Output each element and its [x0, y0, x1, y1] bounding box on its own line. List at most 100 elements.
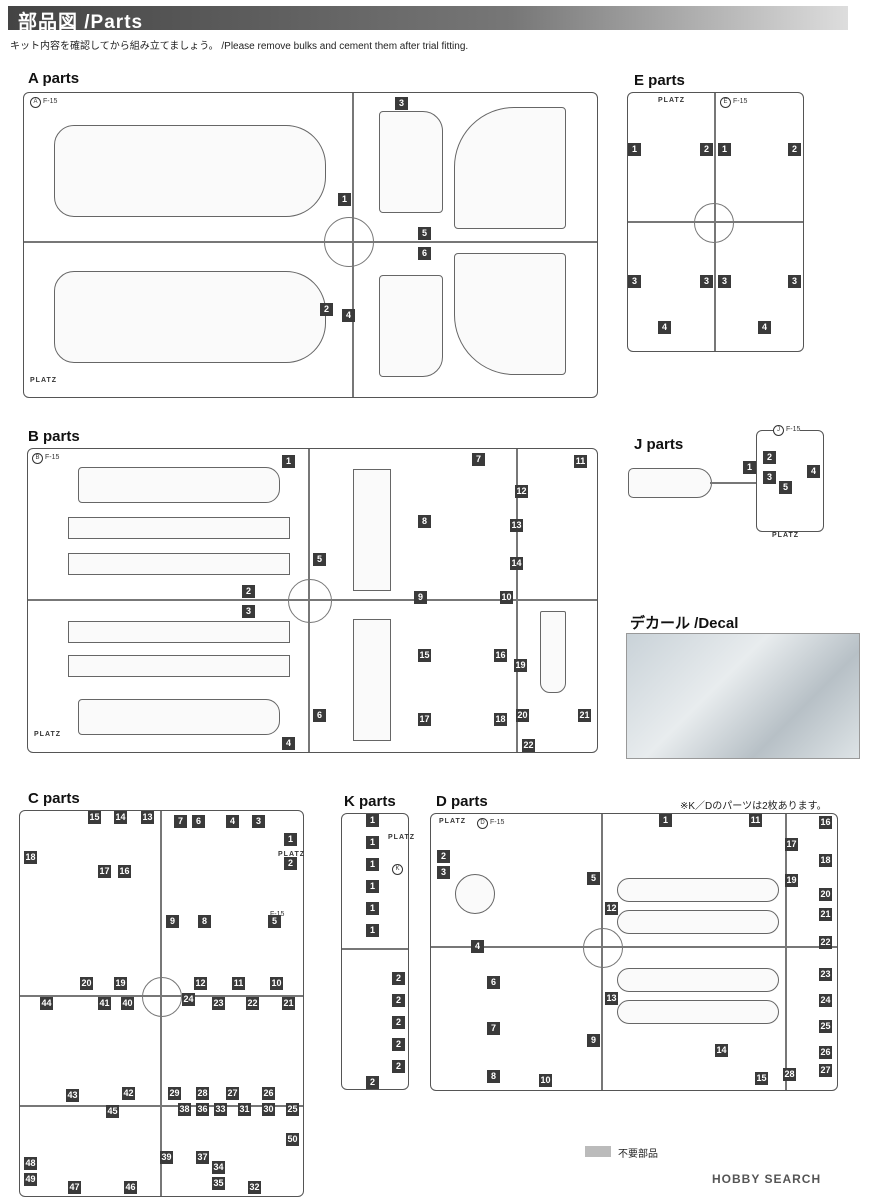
- runner: [24, 241, 597, 243]
- part-number: 5: [587, 872, 600, 885]
- part-number: 19: [114, 977, 127, 990]
- part-number: 1: [659, 814, 672, 827]
- part-number: 41: [98, 997, 111, 1010]
- part-number: 21: [282, 997, 295, 1010]
- part-number: 47: [68, 1181, 81, 1194]
- part-number: 2: [392, 1060, 405, 1073]
- part-number: 4: [758, 321, 771, 334]
- section-title-e: E parts: [634, 72, 685, 89]
- part-number: 25: [286, 1103, 299, 1116]
- part-shape: [454, 253, 566, 375]
- part-number: 1: [628, 143, 641, 156]
- part-number: 1: [338, 193, 351, 206]
- platz-logo: PLATZ: [388, 834, 416, 841]
- sprue-gate: [288, 579, 332, 623]
- part-number: 3: [718, 275, 731, 288]
- part-number: 14: [510, 557, 523, 570]
- drop-tank: [617, 968, 779, 992]
- part-number: 13: [141, 811, 154, 824]
- part-number: 2: [392, 1038, 405, 1051]
- part-number: 2: [320, 303, 333, 316]
- section-title-a: A parts: [28, 70, 80, 87]
- sprue-gate: [694, 203, 734, 243]
- part-number: 18: [494, 713, 507, 726]
- part-number: 29: [168, 1087, 181, 1100]
- part-number: 7: [487, 1022, 500, 1035]
- sprue-c-corner: F-15: [270, 911, 284, 918]
- section-title-c: C parts: [28, 790, 80, 807]
- part-number: 34: [212, 1161, 225, 1174]
- runner: [431, 946, 837, 948]
- part-number: 2: [242, 585, 255, 598]
- watermark: HOBBY SEARCH: [712, 1172, 822, 1186]
- part-number: 19: [514, 659, 527, 672]
- part-number: 3: [788, 275, 801, 288]
- part-number: 1: [284, 833, 297, 846]
- part-number: 36: [196, 1103, 209, 1116]
- part-number: 40: [121, 997, 134, 1010]
- part-shape: [353, 469, 391, 591]
- part-number: 33: [214, 1103, 227, 1116]
- sprue-k-corner: K: [392, 864, 405, 875]
- part-number: 19: [785, 874, 798, 887]
- part-number: 15: [755, 1072, 768, 1085]
- part-number: 48: [24, 1157, 37, 1170]
- part-number: 20: [80, 977, 93, 990]
- part-number: 2: [788, 143, 801, 156]
- part-number: 12: [515, 485, 528, 498]
- part-shape: [353, 619, 391, 741]
- platz-logo: PLATZ: [34, 731, 62, 738]
- part-number: 18: [819, 854, 832, 867]
- part-number: 42: [122, 1087, 135, 1100]
- part-number: 2: [284, 857, 297, 870]
- part-number: 50: [286, 1133, 299, 1146]
- platz-logo: PLATZ: [658, 97, 686, 104]
- part-number: 3: [242, 605, 255, 618]
- instruction-text: キット内容を確認してから組み立てましょう。 /Please remove bul…: [10, 41, 469, 52]
- runner: [516, 449, 518, 752]
- platz-logo: PLATZ: [439, 818, 467, 825]
- part-number: 6: [487, 976, 500, 989]
- part-number: 4: [342, 309, 355, 322]
- part-number: 11: [232, 977, 245, 990]
- part-number: 49: [24, 1173, 37, 1186]
- section-title-decal: デカール /Decal: [630, 615, 739, 632]
- part-number: 23: [212, 997, 225, 1010]
- part-number: 2: [392, 994, 405, 1007]
- platz-logo: PLATZ: [30, 377, 58, 384]
- part-number: 10: [500, 591, 513, 604]
- part-number: 44: [40, 997, 53, 1010]
- part-number: 1: [366, 858, 379, 871]
- part-number: 5: [313, 553, 326, 566]
- part-number: 15: [88, 811, 101, 824]
- part-shape: [68, 655, 290, 677]
- part-number: 6: [313, 709, 326, 722]
- part-shape: [540, 611, 566, 693]
- part-number: 1: [743, 461, 756, 474]
- part-number: 18: [24, 851, 37, 864]
- part-number: 22: [522, 739, 535, 752]
- part-number: 24: [182, 993, 195, 1006]
- part-number: 5: [418, 227, 431, 240]
- part-number: 46: [124, 1181, 137, 1194]
- platz-logo: PLATZ: [278, 851, 306, 858]
- part-number: 39: [160, 1151, 173, 1164]
- part-number: 20: [819, 888, 832, 901]
- runner: [20, 1105, 303, 1107]
- sprue-gate: [324, 217, 374, 267]
- part-shape: [68, 553, 290, 575]
- part-number: 2: [392, 972, 405, 985]
- part-number: 22: [246, 997, 259, 1010]
- drop-tank: [617, 1000, 779, 1024]
- part-number: 27: [819, 1064, 832, 1077]
- part-number: 30: [262, 1103, 275, 1116]
- part-number: 28: [783, 1068, 796, 1081]
- part-number: 4: [807, 465, 820, 478]
- part-number: 8: [487, 1070, 500, 1083]
- sprue-k: PLATZ K 1 1 1 1 1 1 2 2 2 2 2 2: [341, 813, 414, 1090]
- part-number: 45: [106, 1105, 119, 1118]
